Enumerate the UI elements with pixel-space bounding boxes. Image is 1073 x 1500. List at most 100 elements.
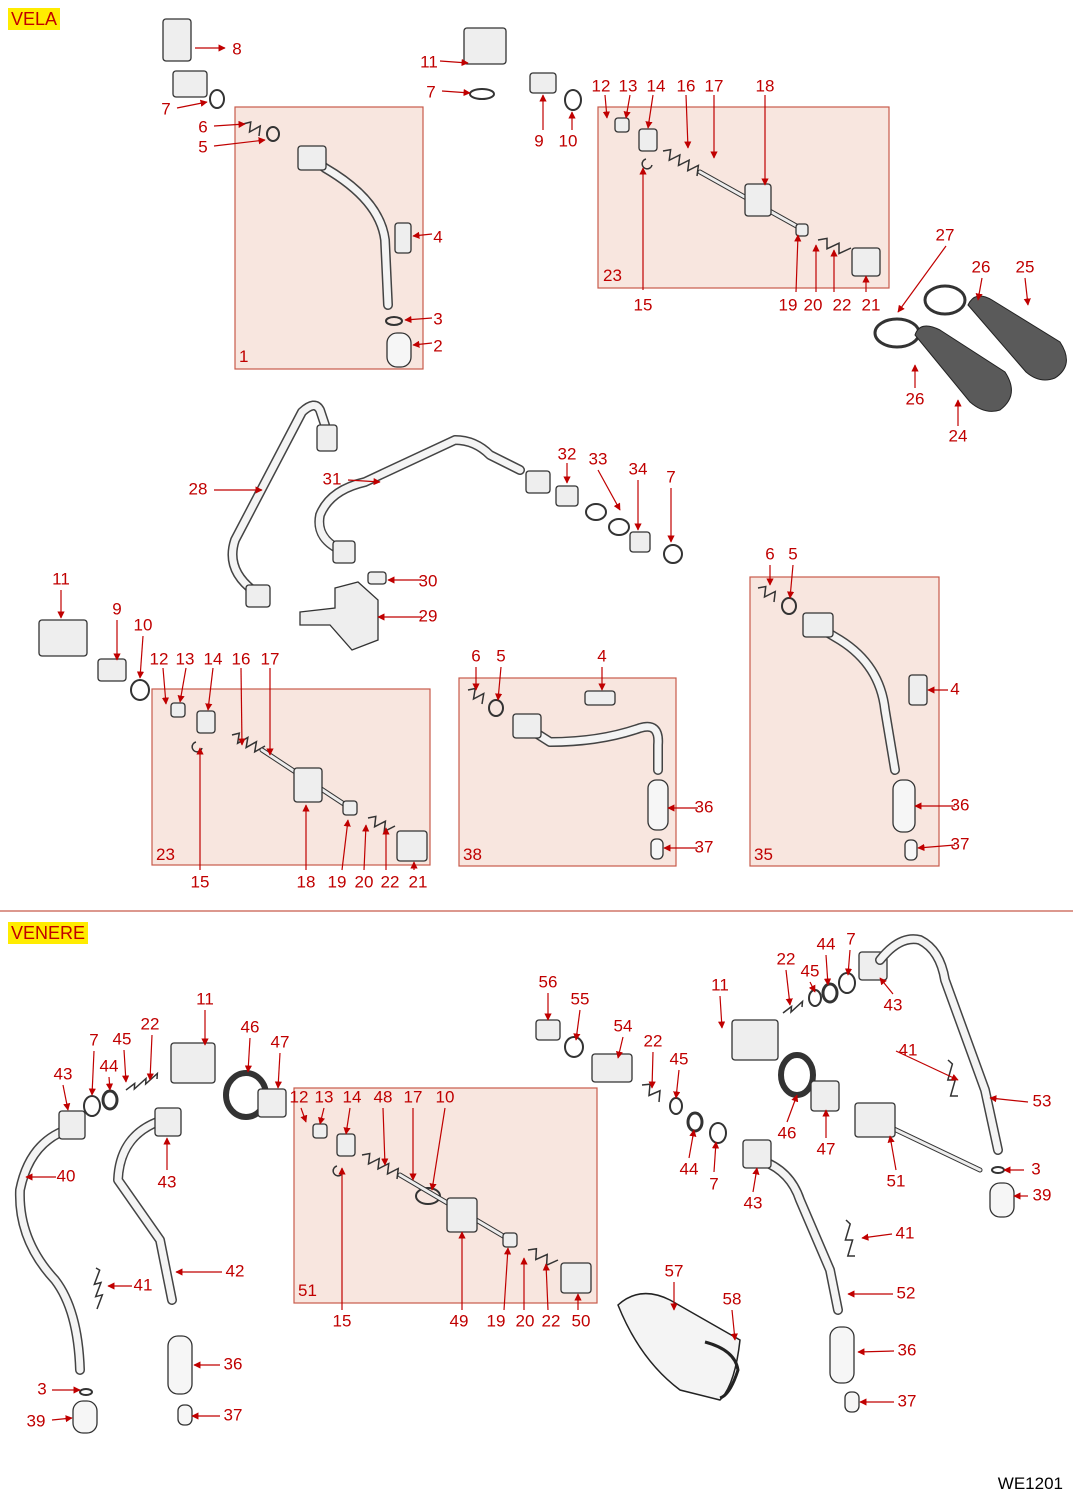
elbow-fitting-8 <box>162 18 192 62</box>
group-number: 1 <box>239 347 248 366</box>
callout-20: 20 <box>355 872 374 891</box>
washer-3 <box>991 1166 1005 1174</box>
adapter-32 <box>555 485 579 507</box>
callout-leader <box>347 478 381 486</box>
washer-7 <box>663 544 683 564</box>
hex-nut-9 <box>97 658 127 682</box>
oring-44 <box>821 982 839 1004</box>
pin-13 <box>614 117 630 133</box>
callout-32: 32 <box>558 444 577 463</box>
tube-nut-43 <box>742 1139 772 1169</box>
steam-tube-52-highlight <box>756 1156 842 1314</box>
tip-39 <box>989 1182 1015 1218</box>
callout-44: 44 <box>680 1159 699 1178</box>
group-number: 51 <box>298 1281 317 1300</box>
nozzle-adapter-4 <box>584 690 616 706</box>
tube-nut-1 <box>297 145 327 171</box>
callout-leader <box>381 1107 389 1166</box>
callout-4: 4 <box>597 646 606 665</box>
valve-seat-18 <box>293 767 323 803</box>
spring-22 <box>817 237 852 255</box>
gasket-27b <box>923 284 967 316</box>
callout-leader <box>917 843 956 852</box>
callout-4: 4 <box>950 679 959 698</box>
callout-15: 15 <box>191 872 210 891</box>
callout-leader <box>597 469 621 511</box>
gasket-46 <box>778 1052 816 1098</box>
cap-nut-21 <box>851 247 881 277</box>
callout-45: 45 <box>670 1049 689 1068</box>
callout-5: 5 <box>198 137 207 156</box>
callout-17: 17 <box>404 1087 423 1106</box>
callout-leader <box>718 995 726 1029</box>
callout-26: 26 <box>972 257 991 276</box>
callout-6: 6 <box>765 544 774 563</box>
cap-nut-21 <box>396 830 428 862</box>
callout-leader <box>300 1107 308 1123</box>
callout-leader <box>274 1052 282 1089</box>
callout-leader <box>688 1129 697 1159</box>
washer-3 <box>79 1388 93 1396</box>
callout-7: 7 <box>161 99 170 118</box>
callout-17: 17 <box>261 649 280 668</box>
callout-14: 14 <box>343 1087 362 1106</box>
callout-leader <box>787 564 795 599</box>
hex-nut-9 <box>529 72 557 94</box>
callout-45: 45 <box>801 961 820 980</box>
nozzle-adapter-4 <box>908 674 928 706</box>
callout-6: 6 <box>198 117 207 136</box>
callout-22: 22 <box>542 1311 561 1330</box>
callout-leader <box>412 231 433 239</box>
callout-leader <box>122 1049 130 1083</box>
callout-27: 27 <box>936 225 955 244</box>
cover-36 <box>829 1326 855 1384</box>
washer-10 <box>130 679 150 701</box>
callout-36: 36 <box>224 1354 243 1373</box>
pipe-31-end-nut <box>525 470 551 494</box>
callout-26: 26 <box>906 389 925 408</box>
cap-nut-50 <box>560 1262 592 1294</box>
callout-leader <box>213 137 266 147</box>
callout-36: 36 <box>951 795 970 814</box>
callout-leader <box>989 1095 1029 1103</box>
callout-36: 36 <box>695 797 714 816</box>
callout-leader <box>752 1167 760 1193</box>
callout-leader <box>823 954 832 986</box>
callout-leader <box>318 1107 326 1125</box>
callout-13: 13 <box>619 76 638 95</box>
callout-10: 10 <box>559 131 578 150</box>
steam-tube-52 <box>755 1155 843 1315</box>
tip-37 <box>650 838 664 860</box>
callout-46: 46 <box>778 1123 797 1142</box>
valve-seat-49 <box>446 1197 478 1233</box>
callout-leader <box>177 667 187 703</box>
steam-tube-35-highlight <box>811 621 899 774</box>
spring-22 <box>125 1071 159 1091</box>
tap-body-11 <box>38 619 88 657</box>
washer-10 <box>564 89 582 111</box>
callout-36: 36 <box>898 1340 917 1359</box>
callout-leader <box>684 94 692 149</box>
bush-14 <box>336 1133 356 1157</box>
callout-9: 9 <box>534 131 543 150</box>
oring-44 <box>686 1111 704 1133</box>
callout-22: 22 <box>644 1031 663 1050</box>
spring-22 <box>782 999 804 1014</box>
steam-tube-38-highlight <box>524 723 662 774</box>
pipe-28-highlight <box>229 402 329 596</box>
tip-37 <box>904 839 918 861</box>
callout-52: 52 <box>897 1283 916 1302</box>
knob-24 <box>914 325 1012 412</box>
tip-37 <box>177 1404 193 1426</box>
hex-nut-47 <box>810 1080 840 1112</box>
bush-19 <box>342 800 358 816</box>
callout-11: 11 <box>196 989 214 1008</box>
callout-33: 33 <box>589 449 608 468</box>
steam-tube-1-highlight <box>301 148 392 309</box>
group-box-23 <box>151 688 431 866</box>
callout-22: 22 <box>777 949 796 968</box>
washer-7 <box>469 88 495 100</box>
callout-6: 6 <box>471 646 480 665</box>
callout-leader <box>88 1050 96 1096</box>
callout-18: 18 <box>297 872 316 891</box>
